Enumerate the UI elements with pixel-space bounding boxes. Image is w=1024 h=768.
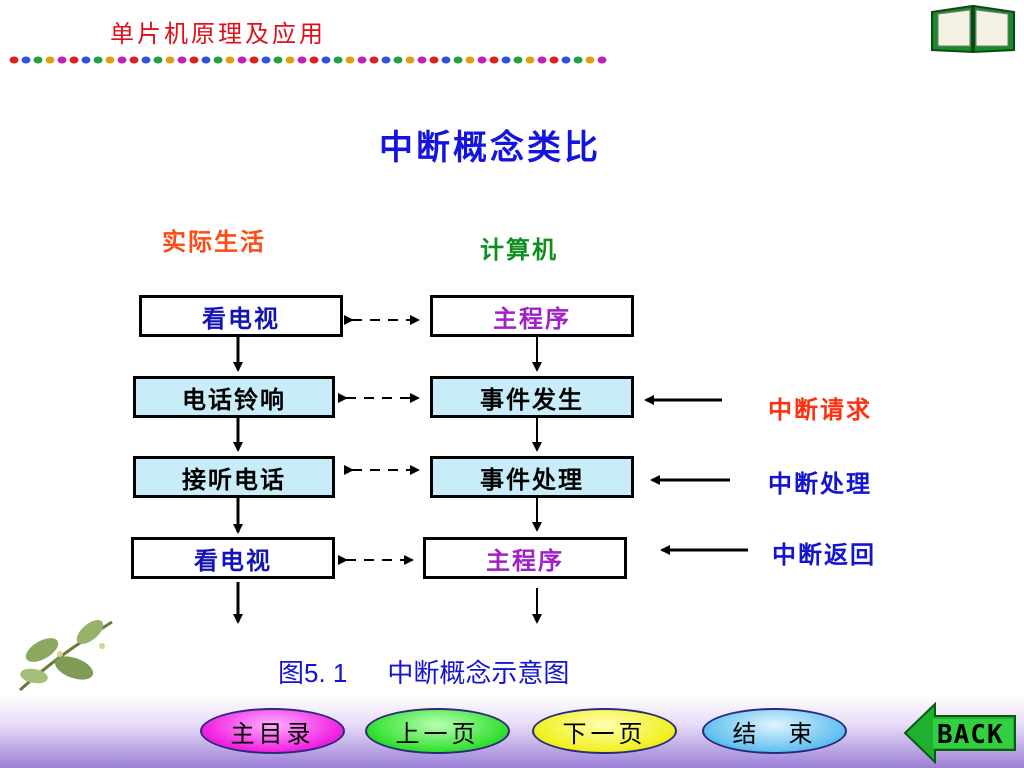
- divider-dot: [69, 56, 79, 64]
- divider-dot: [561, 56, 571, 64]
- divider-dot: [21, 56, 31, 64]
- next-page-button[interactable]: 下一页: [532, 708, 677, 754]
- divider-dot: [57, 56, 67, 64]
- divider-dot: [429, 56, 439, 64]
- figure-caption-text: 中断概念示意图: [387, 659, 570, 689]
- divider-dot: [9, 56, 19, 64]
- figure-caption: 图5. 1 中断概念示意图: [278, 653, 569, 690]
- divider-dot: [93, 56, 103, 64]
- divider-dot: [189, 56, 199, 64]
- divider-dot: [129, 56, 139, 64]
- life-step-label: 电话铃响: [182, 384, 286, 414]
- life-step-watch-tv: 看电视: [139, 295, 343, 337]
- divider-dot: [333, 56, 343, 64]
- computer-step-label: 主程序: [493, 303, 571, 333]
- course-title: 单片机原理及应用: [110, 20, 326, 48]
- divider-dot: [297, 56, 307, 64]
- divider-dot: [477, 56, 487, 64]
- divider-dot: [501, 56, 511, 64]
- computer-step-event-occurs: 事件发生: [430, 376, 634, 418]
- life-step-phone-rings: 电话铃响: [133, 376, 335, 418]
- divider-dot: [573, 56, 583, 64]
- figure-number: 图5. 1: [278, 658, 348, 688]
- divider-dot: [549, 56, 559, 64]
- divider-dot: [465, 56, 475, 64]
- divider-dot: [165, 56, 175, 64]
- label-interrupt-request: 中断请求: [768, 395, 872, 424]
- divider-dot: [309, 56, 319, 64]
- end-button[interactable]: 结 束: [702, 708, 847, 754]
- divider-dot: [117, 56, 127, 64]
- column-heading-real-life: 实际生活: [162, 227, 266, 256]
- computer-step-label: 事件处理: [480, 464, 584, 494]
- divider-dot: [405, 56, 415, 64]
- divider-dot: [201, 56, 211, 64]
- divider-dot: [105, 56, 115, 64]
- divider-dot: [141, 56, 151, 64]
- divider-dot: [213, 56, 223, 64]
- divider-dot: [285, 56, 295, 64]
- divider-dot: [381, 56, 391, 64]
- divider-dot: [453, 56, 463, 64]
- computer-step-event-handling: 事件处理: [430, 456, 634, 498]
- divider-dot: [441, 56, 451, 64]
- open-book-icon: [931, 4, 1015, 54]
- divider-dot: [81, 56, 91, 64]
- divider-dot: [153, 56, 163, 64]
- divider-dot: [489, 56, 499, 64]
- divider-dot: [321, 56, 331, 64]
- divider-dot: [177, 56, 187, 64]
- computer-step-main-program: 主程序: [430, 295, 634, 337]
- divider-dot: [357, 56, 367, 64]
- back-arrow-icon[interactable]: [903, 702, 1018, 764]
- divider-dot: [417, 56, 427, 64]
- footer-bar: [0, 695, 1024, 768]
- computer-step-label: 主程序: [486, 545, 564, 575]
- divider-dot: [393, 56, 403, 64]
- divider-dot: [237, 56, 247, 64]
- divider-dot: [225, 56, 235, 64]
- leaf-sprig-decoration: [18, 620, 113, 692]
- label-interrupt-handling: 中断处理: [768, 469, 872, 498]
- previous-page-button[interactable]: 上一页: [365, 708, 510, 754]
- label-interrupt-return: 中断返回: [772, 540, 876, 569]
- divider-dot: [261, 56, 271, 64]
- divider-dot: [513, 56, 523, 64]
- life-step-label: 接听电话: [182, 464, 286, 494]
- divider-dot: [273, 56, 283, 64]
- divider-dot: [45, 56, 55, 64]
- divider-dot: [537, 56, 547, 64]
- computer-step-label: 事件发生: [480, 384, 584, 414]
- divider-dot: [369, 56, 379, 64]
- column-heading-computer: 计算机: [480, 235, 558, 264]
- main-menu-button[interactable]: 主目录: [200, 708, 345, 754]
- life-step-watch-tv-again: 看电视: [131, 537, 335, 579]
- life-step-answer-phone: 接听电话: [133, 456, 335, 498]
- decorative-dot-divider: [9, 56, 607, 64]
- divider-dot: [345, 56, 355, 64]
- computer-step-main-program-resume: 主程序: [423, 537, 627, 579]
- life-step-label: 看电视: [202, 303, 280, 333]
- divider-dot: [33, 56, 43, 64]
- life-step-label: 看电视: [194, 545, 272, 575]
- divider-dot: [585, 56, 595, 64]
- divider-dot: [597, 56, 607, 64]
- slide-title: 中断概念类比: [379, 128, 601, 168]
- divider-dot: [249, 56, 259, 64]
- divider-dot: [525, 56, 535, 64]
- back-button-label[interactable]: BACK: [937, 720, 1004, 750]
